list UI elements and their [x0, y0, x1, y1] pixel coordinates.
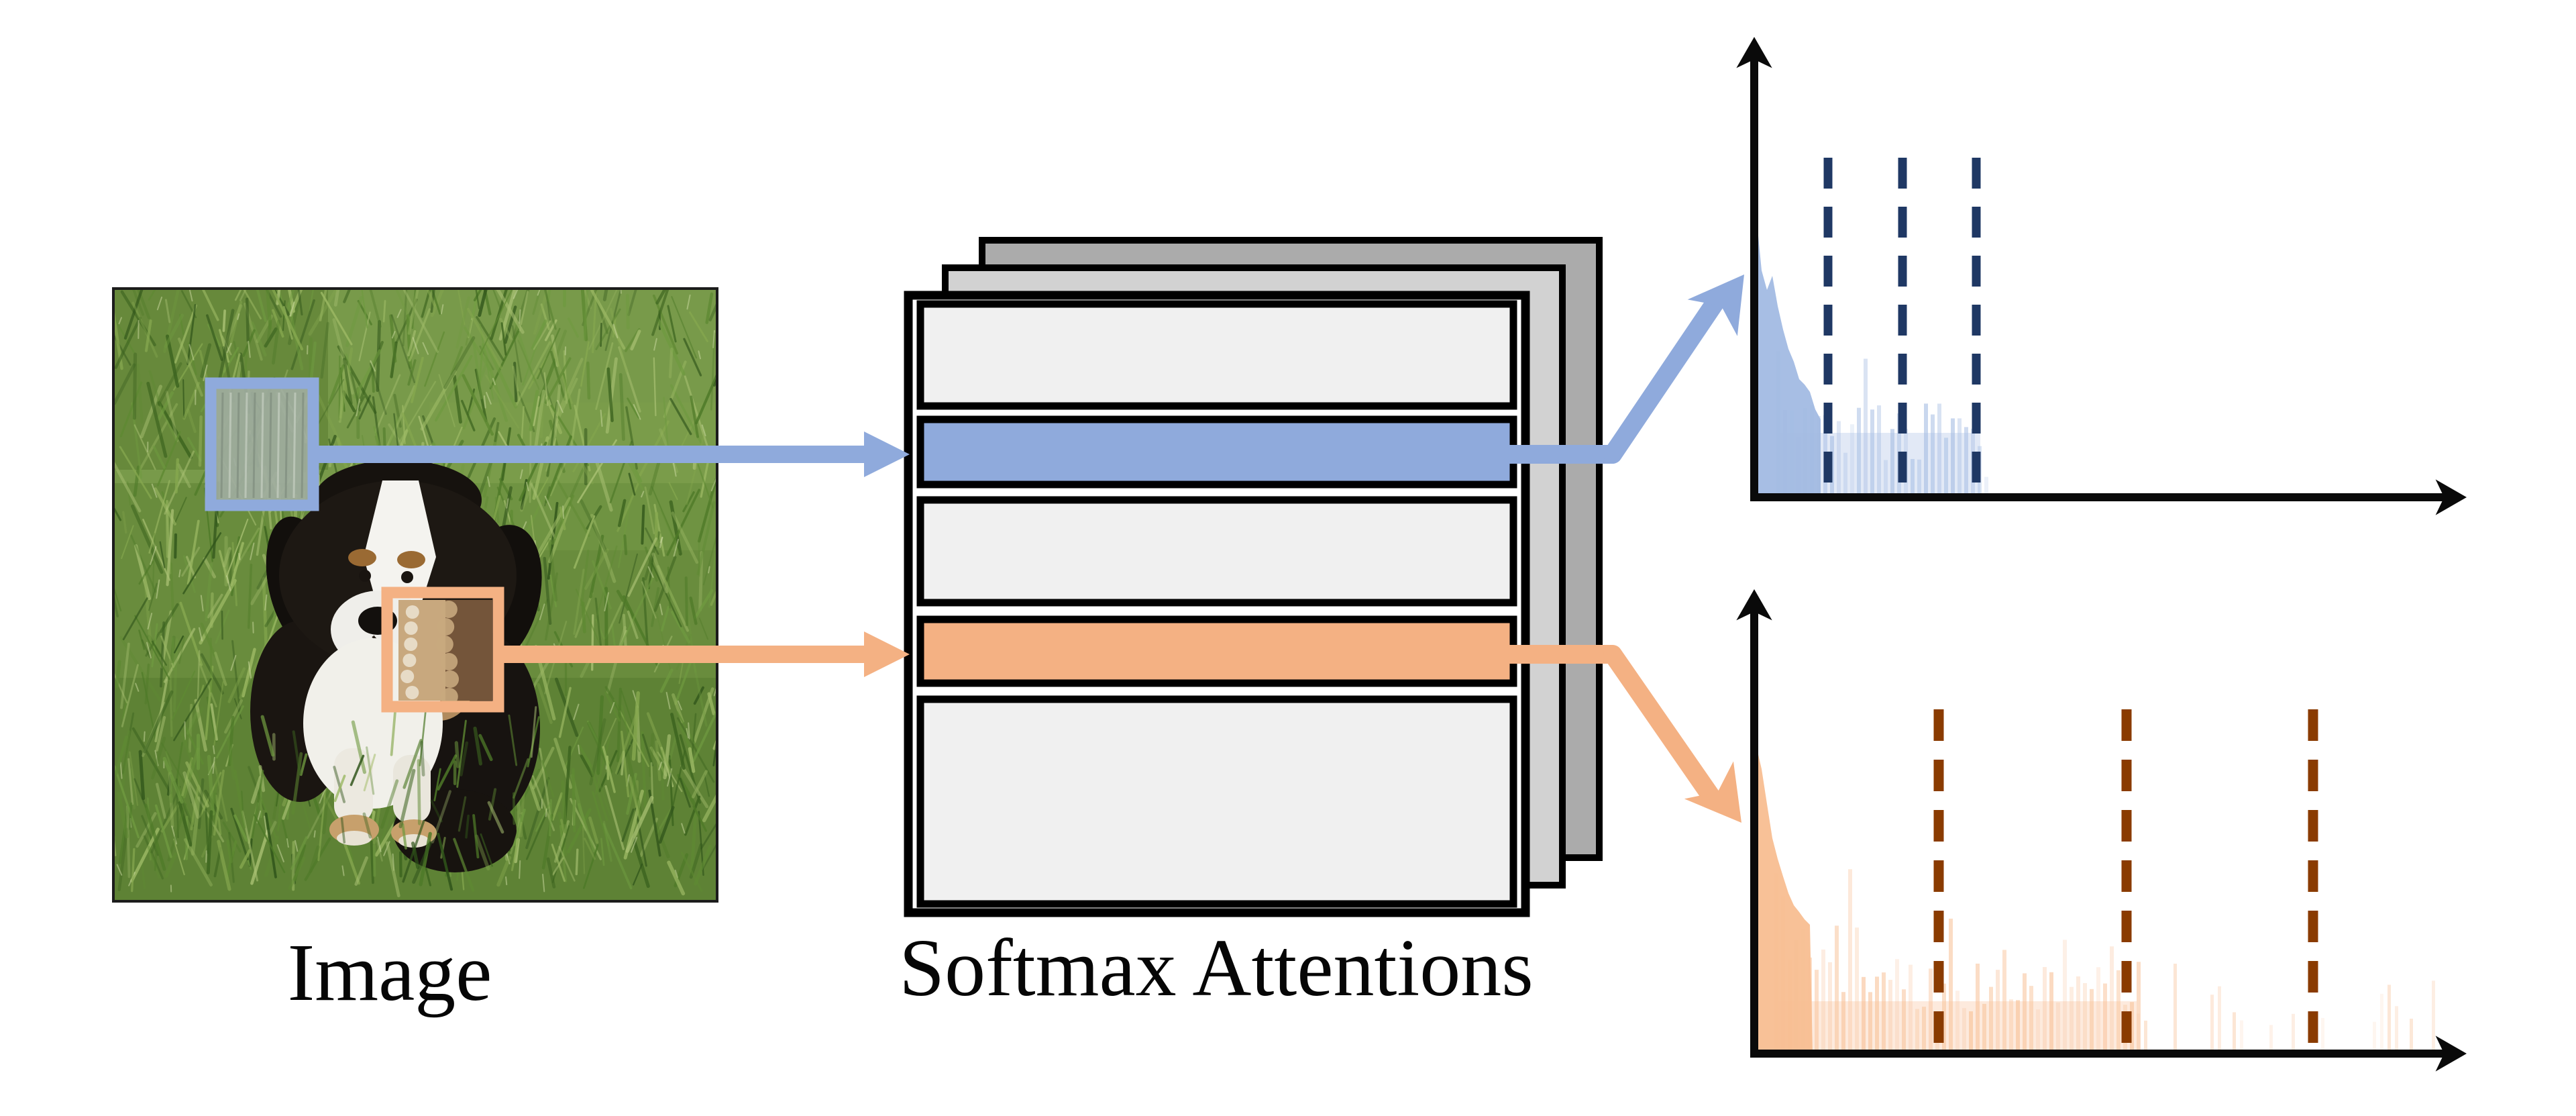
attention-row-gray: [916, 300, 1517, 410]
dashed-threshold-lines: [1933, 709, 2318, 1048]
orange-arrowhead-icon: [1684, 761, 1741, 823]
grass-patch-box: [205, 377, 319, 511]
x-axis-arrowhead-icon: [2435, 1035, 2467, 1072]
attention-histograms: [1736, 37, 2467, 1072]
histogram-spike: [1758, 229, 1821, 497]
dog-token-attention-histogram: [1736, 589, 2467, 1072]
softmax-attention-stack: [904, 237, 1603, 917]
blue-row-to-histogram-arrow: [1509, 274, 1744, 464]
blue-arrowhead-icon: [864, 432, 910, 477]
histogram-bars: [1774, 869, 2435, 1054]
dog-patch-to-matrix-arrow: [498, 631, 910, 677]
grass-patch-to-matrix-arrow: [313, 432, 910, 477]
x-axis-arrowhead-icon: [2435, 479, 2467, 515]
axes: [1736, 37, 2467, 515]
orange-row-to-histogram-arrow: [1509, 645, 1741, 823]
sample-photo: [113, 289, 717, 901]
y-axis-arrowhead-icon: [1736, 37, 1772, 68]
histogram-spike: [1758, 752, 1813, 1054]
sample-photo-border: [112, 287, 718, 903]
dashed-threshold-lines: [1823, 158, 1981, 492]
attention-row-orange: [916, 615, 1517, 687]
y-axis-arrowhead-icon: [1736, 589, 1772, 621]
orange-arrowhead-icon: [864, 631, 910, 677]
attention-row-gray: [916, 695, 1517, 908]
blue-arrowhead-icon: [1687, 274, 1744, 336]
flow-arrows: [313, 274, 1744, 823]
axes: [1736, 589, 2467, 1072]
attention-row-gray: [916, 496, 1517, 607]
grass-token-attention-histogram: [1736, 37, 2467, 515]
softmax-attentions-caption: Softmax Attentions: [899, 923, 1534, 1013]
image-caption: Image: [288, 927, 492, 1018]
attention-row-blue: [916, 415, 1517, 489]
